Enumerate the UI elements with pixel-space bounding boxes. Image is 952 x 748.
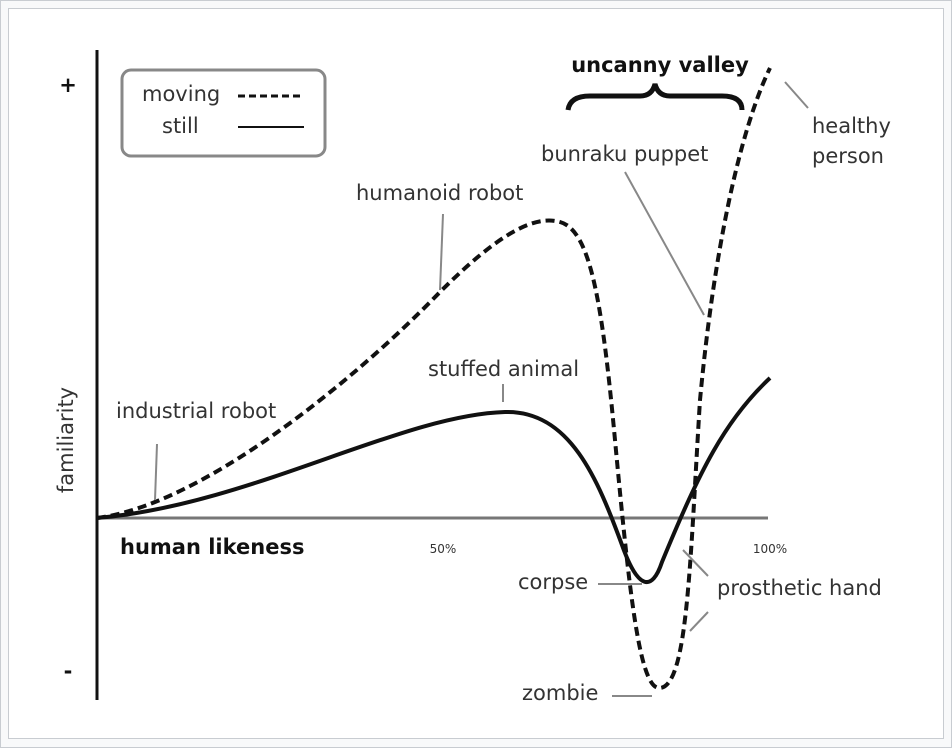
legend-still-label: still: [162, 114, 199, 138]
y-minus-label: -: [64, 659, 73, 683]
x-tick-50: 50%: [430, 542, 457, 556]
label-humanoid-robot: humanoid robot: [356, 181, 523, 205]
label-healthy: healthy: [812, 114, 891, 138]
x-axis-label: human likeness: [120, 535, 304, 559]
label-zombie: zombie: [522, 681, 598, 705]
still-curve: [96, 376, 772, 584]
x-tick-100: 100%: [753, 542, 787, 556]
diagram-title: uncanny valley: [571, 53, 749, 77]
moving-curve: [96, 67, 772, 690]
legend: moving still: [120, 68, 327, 158]
y-plus-label: +: [59, 73, 77, 97]
brace-icon: [565, 83, 745, 111]
y-axis-label: familiarity: [54, 387, 78, 493]
label-stuffed-animal: stuffed animal: [428, 357, 579, 381]
figure-caption-cut-off: [14, 741, 934, 748]
label-corpse: corpse: [518, 570, 588, 594]
label-industrial-robot: industrial robot: [116, 399, 276, 423]
label-prosthetic-hand: prosthetic hand: [717, 576, 882, 600]
legend-moving-label: moving: [142, 82, 220, 106]
label-person: person: [812, 144, 884, 168]
label-bunraku-puppet: bunraku puppet: [541, 142, 708, 166]
